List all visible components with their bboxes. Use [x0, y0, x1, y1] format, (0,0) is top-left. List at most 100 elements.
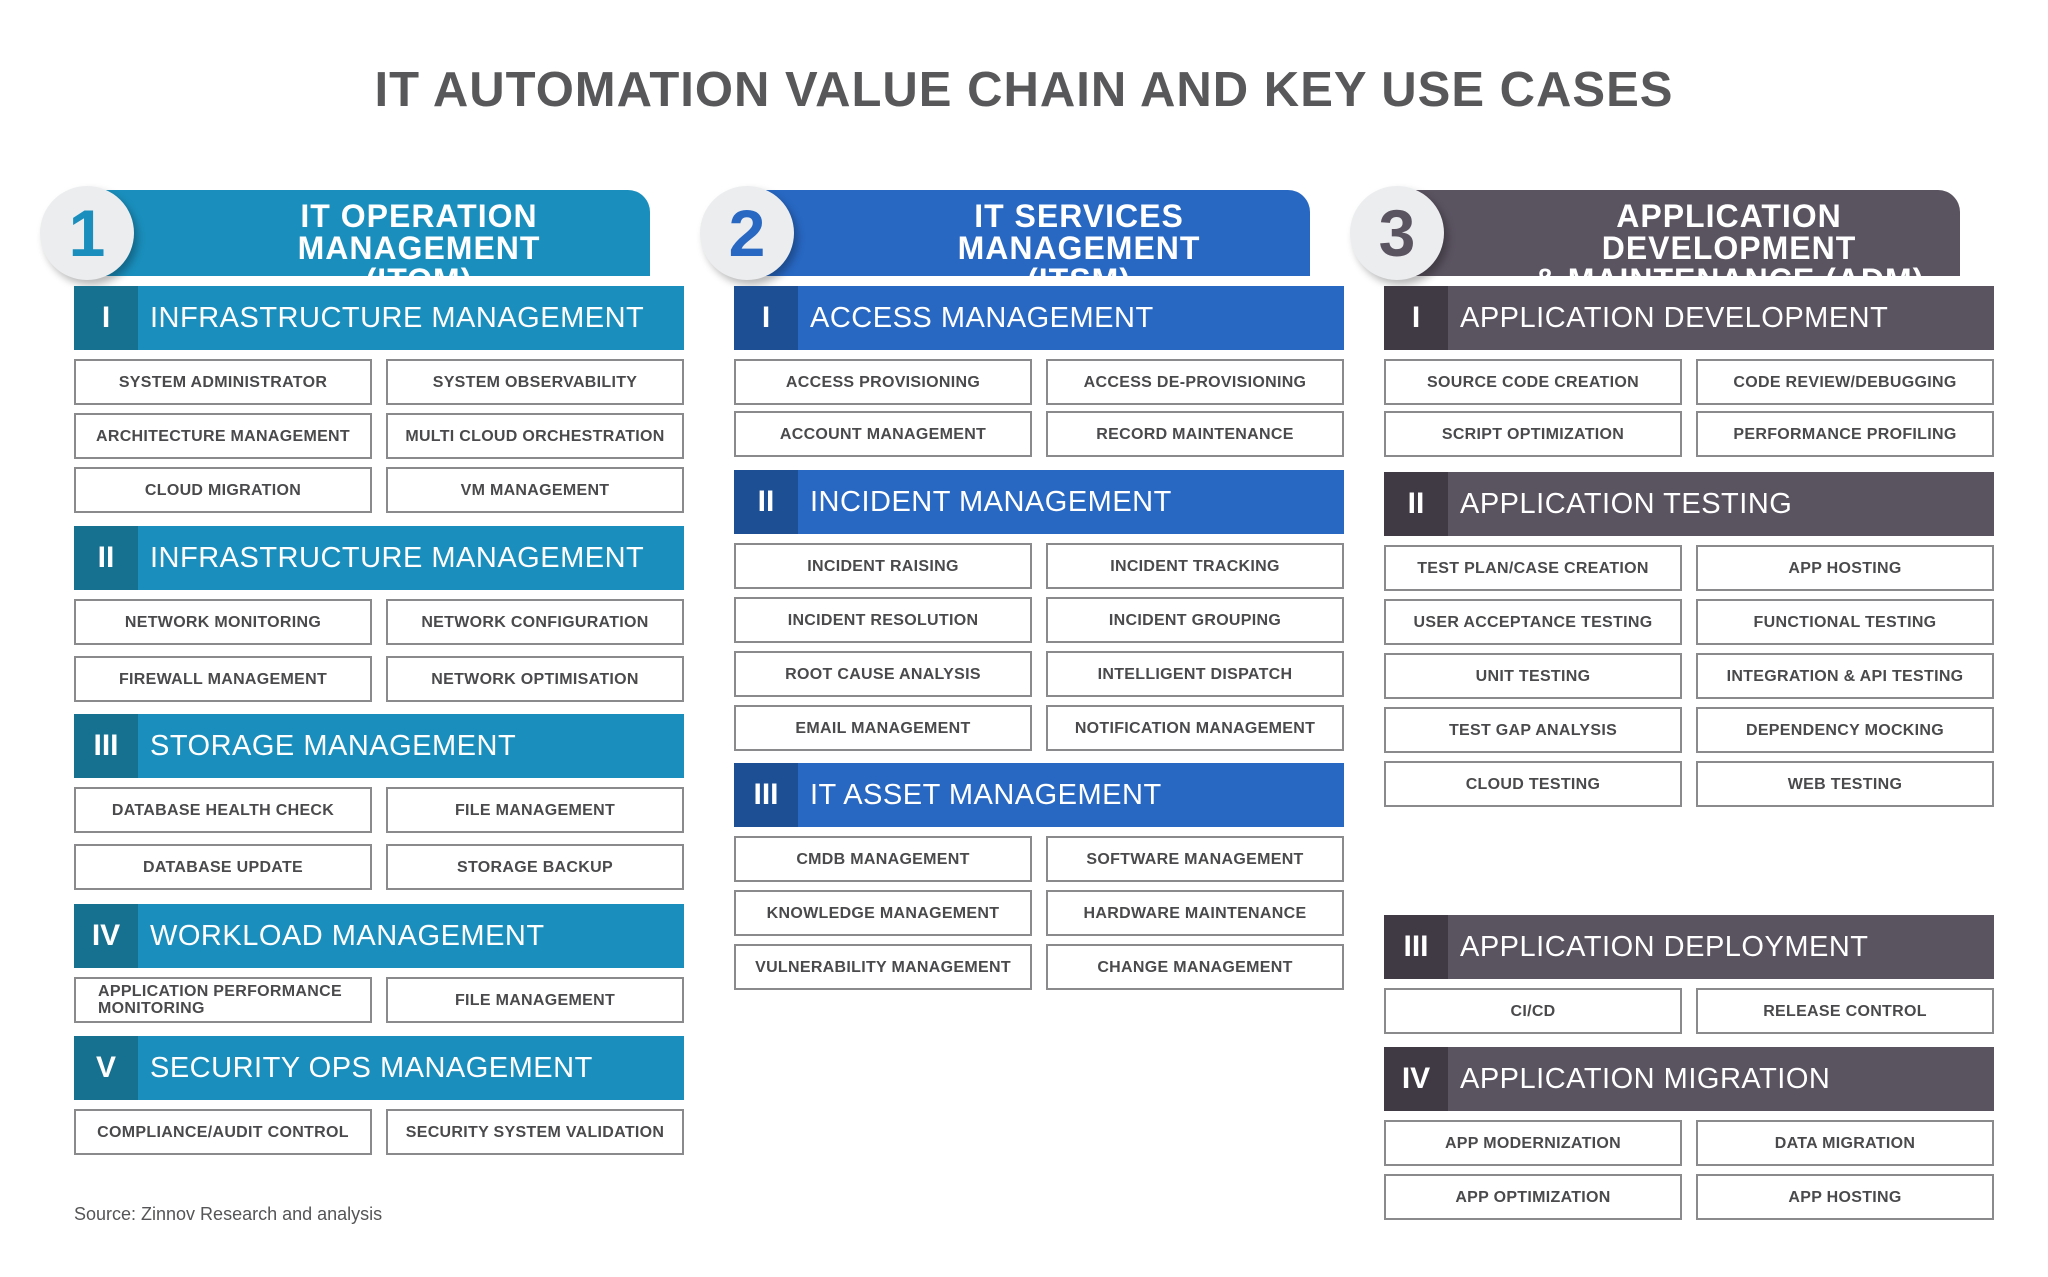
- use-case-item: RECORD MAINTENANCE: [1046, 411, 1344, 457]
- use-case-item: SOURCE CODE CREATION: [1384, 359, 1682, 405]
- use-case-item: SOFTWARE MANAGEMENT: [1046, 836, 1344, 882]
- section-numeral: II: [734, 470, 798, 534]
- use-case-item: MULTI CLOUD ORCHESTRATION: [386, 413, 684, 459]
- use-case-item: FUNCTIONAL TESTING: [1696, 599, 1994, 645]
- section-header: I APPLICATION DEVELOPMENT: [1384, 286, 1994, 350]
- section: III APPLICATION DEPLOYMENT CI/CD RELEASE CO…: [1384, 915, 1994, 1034]
- use-case-item: INCIDENT GROUPING: [1046, 597, 1344, 643]
- column-header: IT OPERATION MANAGEMENT(ITOM) 1: [40, 186, 650, 296]
- use-case-item: INCIDENT RESOLUTION: [734, 597, 1032, 643]
- use-case-item: NOTIFICATION MANAGEMENT: [1046, 705, 1344, 751]
- section-numeral: III: [734, 763, 798, 827]
- use-case-item: CHANGE MANAGEMENT: [1046, 944, 1344, 990]
- use-case-item: FILE MANAGEMENT: [386, 787, 684, 833]
- section-numeral: III: [1384, 915, 1448, 979]
- section-title: INFRASTRUCTURE MANAGEMENT: [150, 302, 645, 334]
- section-numeral: V: [74, 1036, 138, 1100]
- use-case-item: STORAGE BACKUP: [386, 844, 684, 890]
- use-case-item: CI/CD: [1384, 988, 1682, 1034]
- section-title: STORAGE MANAGEMENT: [150, 730, 517, 762]
- section-header: III APPLICATION DEPLOYMENT: [1384, 915, 1994, 979]
- use-case-item: NETWORK MONITORING: [74, 599, 372, 645]
- use-case-item: NETWORK OPTIMISATION: [386, 656, 684, 702]
- use-case-item: SYSTEM ADMINISTRATOR: [74, 359, 372, 405]
- use-case-item: INCIDENT TRACKING: [1046, 543, 1344, 589]
- use-case-item: ACCESS PROVISIONING: [734, 359, 1032, 405]
- section: I APPLICATION DEVELOPMENT SOURCE CODE CREA…: [1384, 286, 1994, 457]
- section-header: II INFRASTRUCTURE MANAGEMENT: [74, 526, 684, 590]
- section-numeral: I: [74, 286, 138, 350]
- column-header-bar: IT OPERATION MANAGEMENT(ITOM): [80, 190, 650, 296]
- section-header: III IT ASSET MANAGEMENT: [734, 763, 1344, 827]
- column-title-line1: APPLICATION DEVELOPMENT: [1601, 198, 1857, 266]
- column-header: APPLICATION DEVELOPMENT& MAINTENANCE (AD…: [1350, 186, 1960, 296]
- use-case-item: ROOT CAUSE ANALYSIS: [734, 651, 1032, 697]
- use-case-item: RELEASE CONTROL: [1696, 988, 1994, 1034]
- use-case-item: SCRIPT OPTIMIZATION: [1384, 411, 1682, 457]
- column-title: IT OPERATION MANAGEMENT(ITOM): [188, 200, 650, 296]
- column-number-badge: 3: [1350, 186, 1444, 280]
- use-case-item: CMDB MANAGEMENT: [734, 836, 1032, 882]
- use-case-item: SYSTEM OBSERVABILITY: [386, 359, 684, 405]
- use-case-item: APP OPTIMIZATION: [1384, 1174, 1682, 1220]
- section-header: III STORAGE MANAGEMENT: [74, 714, 684, 778]
- section-title: APPLICATION DEPLOYMENT: [1460, 931, 1869, 963]
- use-case-item: INTELLIGENT DISPATCH: [1046, 651, 1344, 697]
- section-title: WORKLOAD MANAGEMENT: [150, 920, 545, 952]
- section-title: IT ASSET MANAGEMENT: [810, 779, 1162, 811]
- use-case-item: NETWORK CONFIGURATION: [386, 599, 684, 645]
- source-note: Source: Zinnov Research and analysis: [74, 1204, 383, 1224]
- use-case-item: CLOUD TESTING: [1384, 761, 1682, 807]
- column-header-bar: IT SERVICES MANAGEMENT(ITSM): [740, 190, 1310, 296]
- use-case-item: DEPENDENCY MOCKING: [1696, 707, 1994, 753]
- column-title-line1: IT OPERATION MANAGEMENT: [297, 198, 541, 266]
- section: V SECURITY OPS MANAGEMENT COMPLIANCE/AUDIT…: [74, 1036, 684, 1155]
- section: II INFRASTRUCTURE MANAGEMENT NETWORK MONIT…: [74, 526, 684, 702]
- use-case-item: CODE REVIEW/DEBUGGING: [1696, 359, 1994, 405]
- use-case-item: APP MODERNIZATION: [1384, 1120, 1682, 1166]
- column-header: IT SERVICES MANAGEMENT(ITSM)2: [700, 186, 1310, 296]
- use-case-item: WEB TESTING: [1696, 761, 1994, 807]
- column-title: APPLICATION DEVELOPMENT& MAINTENANCE (AD…: [1498, 200, 1960, 296]
- section: III IT ASSET MANAGEMENT CMDB MANAGEMENT SOF…: [734, 763, 1344, 990]
- use-case-item: ARCHITECTURE MANAGEMENT: [74, 413, 372, 459]
- section-title: ACCESS MANAGEMENT: [810, 302, 1154, 334]
- section-title: APPLICATION DEVELOPMENT: [1460, 302, 1889, 334]
- use-case-item: COMPLIANCE/AUDIT CONTROL: [74, 1109, 372, 1155]
- use-case-item: FILE MANAGEMENT: [386, 977, 684, 1023]
- use-case-item: VM MANAGEMENT: [386, 467, 684, 513]
- section-title: INFRASTRUCTURE MANAGEMENT: [150, 542, 645, 574]
- section-header: V SECURITY OPS MANAGEMENT: [74, 1036, 684, 1100]
- section-title: APPLICATION TESTING: [1460, 488, 1793, 520]
- section-numeral: II: [74, 526, 138, 590]
- use-case-item: SECURITY SYSTEM VALIDATION: [386, 1109, 684, 1155]
- use-case-item: UNIT TESTING: [1384, 653, 1682, 699]
- use-case-item: TEST PLAN/CASE CREATION: [1384, 545, 1682, 591]
- use-case-item: FIREWALL MANAGEMENT: [74, 656, 372, 702]
- use-case-item: INTEGRATION & API TESTING: [1696, 653, 1994, 699]
- section-title: APPLICATION MIGRATION: [1460, 1063, 1831, 1095]
- use-case-item: APP HOSTING: [1696, 1174, 1994, 1220]
- column-number-badge: 1: [40, 186, 134, 280]
- use-case-item: TEST GAP ANALYSIS: [1384, 707, 1682, 753]
- use-case-item: APPLICATION PERFORMANCE MONITORING: [74, 977, 372, 1023]
- use-case-item: VULNERABILITY MANAGEMENT: [734, 944, 1032, 990]
- section-numeral: I: [1384, 286, 1448, 350]
- section: I INFRASTRUCTURE MANAGEMENT SYSTEM ADMINIS…: [74, 286, 684, 513]
- section-title: SECURITY OPS MANAGEMENT: [150, 1052, 593, 1084]
- use-case-item: CLOUD MIGRATION: [74, 467, 372, 513]
- section-numeral: III: [74, 714, 138, 778]
- use-case-item: USER ACCEPTANCE TESTING: [1384, 599, 1682, 645]
- use-case-item: INCIDENT RAISING: [734, 543, 1032, 589]
- use-case-item: DATA MIGRATION: [1696, 1120, 1994, 1166]
